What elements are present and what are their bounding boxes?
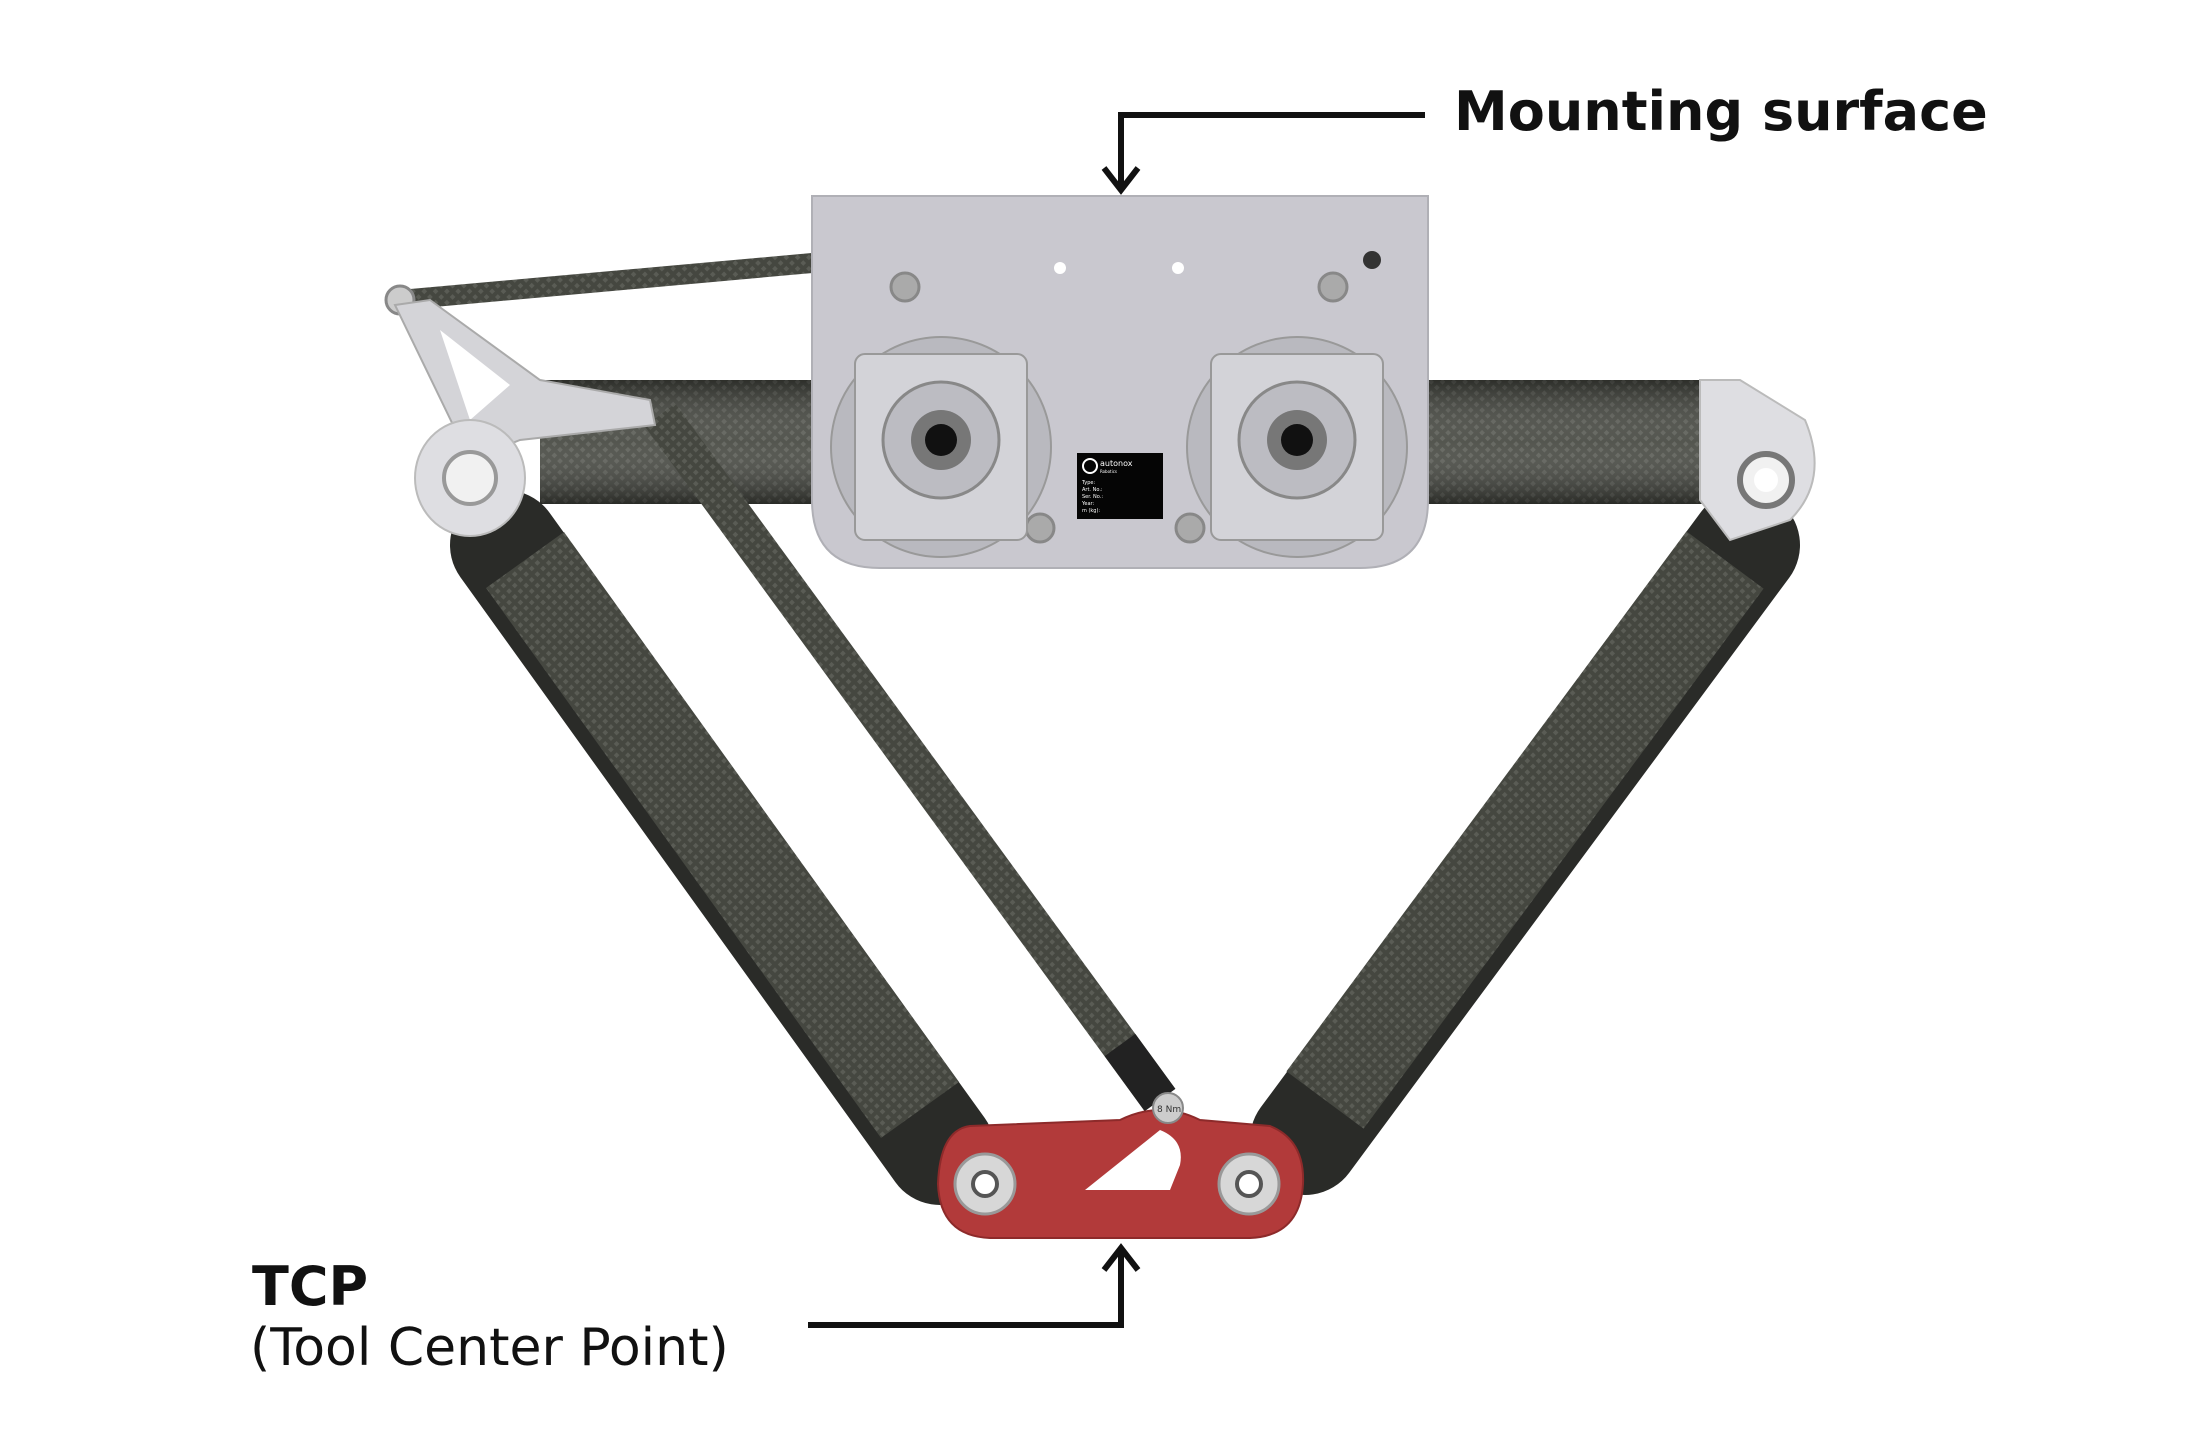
nameplate-field: Year: xyxy=(1081,501,1094,507)
nameplate-field: Art. No.: xyxy=(1082,487,1103,493)
mounting-surface-arrow xyxy=(1101,112,1425,195)
tcp-arrow xyxy=(808,1243,1141,1328)
mounting-surface-label: Mounting surface xyxy=(1454,80,1988,143)
upper-link xyxy=(384,242,882,316)
torque-mark: 8 Nm xyxy=(1157,1105,1181,1115)
nameplate-sub: Robotics xyxy=(1100,469,1117,474)
nameplate-brand: autonox xyxy=(1100,459,1133,468)
tcp-flange[interactable]: 8 Nm xyxy=(936,1092,1305,1239)
nameplate-field: Type: xyxy=(1081,480,1095,486)
right-joint xyxy=(1699,379,1816,542)
motor-right xyxy=(1186,336,1408,558)
nameplate-field: Ser. No.: xyxy=(1082,494,1103,500)
right-parallel-arm xyxy=(1250,490,1800,1195)
left-joint xyxy=(414,419,526,537)
left-parallel-arm xyxy=(450,490,995,1205)
tcp-description: (Tool Center Point) xyxy=(250,1318,729,1378)
motor-left xyxy=(830,336,1052,558)
nameplate-field: m (kg): xyxy=(1082,508,1100,514)
nameplate: autonox Robotics Type: Art. No.: Ser. No… xyxy=(1077,453,1163,519)
tcp-label: TCP xyxy=(252,1255,369,1318)
rotation-rod xyxy=(644,403,1176,1112)
